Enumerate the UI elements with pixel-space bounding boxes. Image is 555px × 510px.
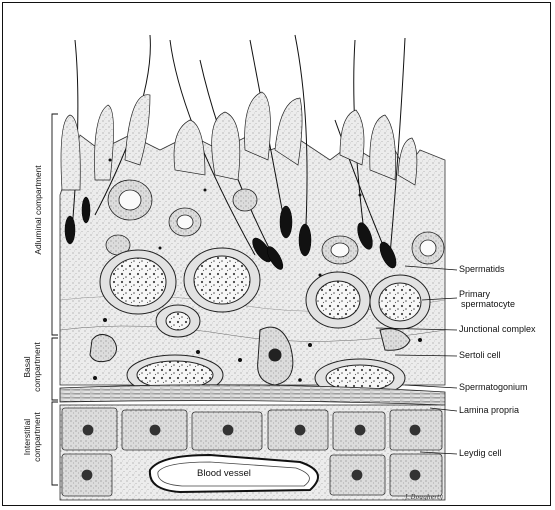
label-sertoli-cell: Sertoli cell [459,351,501,361]
adluminal-brace [52,114,58,335]
label-interstitial-compartment: Interstitial compartment [23,396,43,478]
label-primary-line2: spermatocyte [459,300,515,310]
label-basal-compartment: Basal compartment [23,337,43,397]
label-basal-line2: compartment [33,337,43,397]
interstitial-brace [52,402,58,485]
label-primary-spermatocyte: Primary spermatocyte [459,290,515,310]
basal-brace [52,338,58,400]
label-junctional-complex: Junctional complex [459,325,536,335]
artist-signature: J. Dougherty [405,494,443,501]
label-interstitial-line2: compartment [33,396,43,478]
compartment-braces [52,114,58,485]
label-spermatids: Spermatids [459,265,505,275]
spermatogonium-leader [405,385,457,388]
label-leydig-cell: Leydig cell [459,449,502,459]
label-spermatogonium: Spermatogonium [459,383,528,393]
label-blood-vessel: Blood vessel [197,469,251,479]
label-adluminal-compartment: Adluminal compartment [34,120,44,300]
label-lamina-propria: Lamina propria [459,406,519,416]
